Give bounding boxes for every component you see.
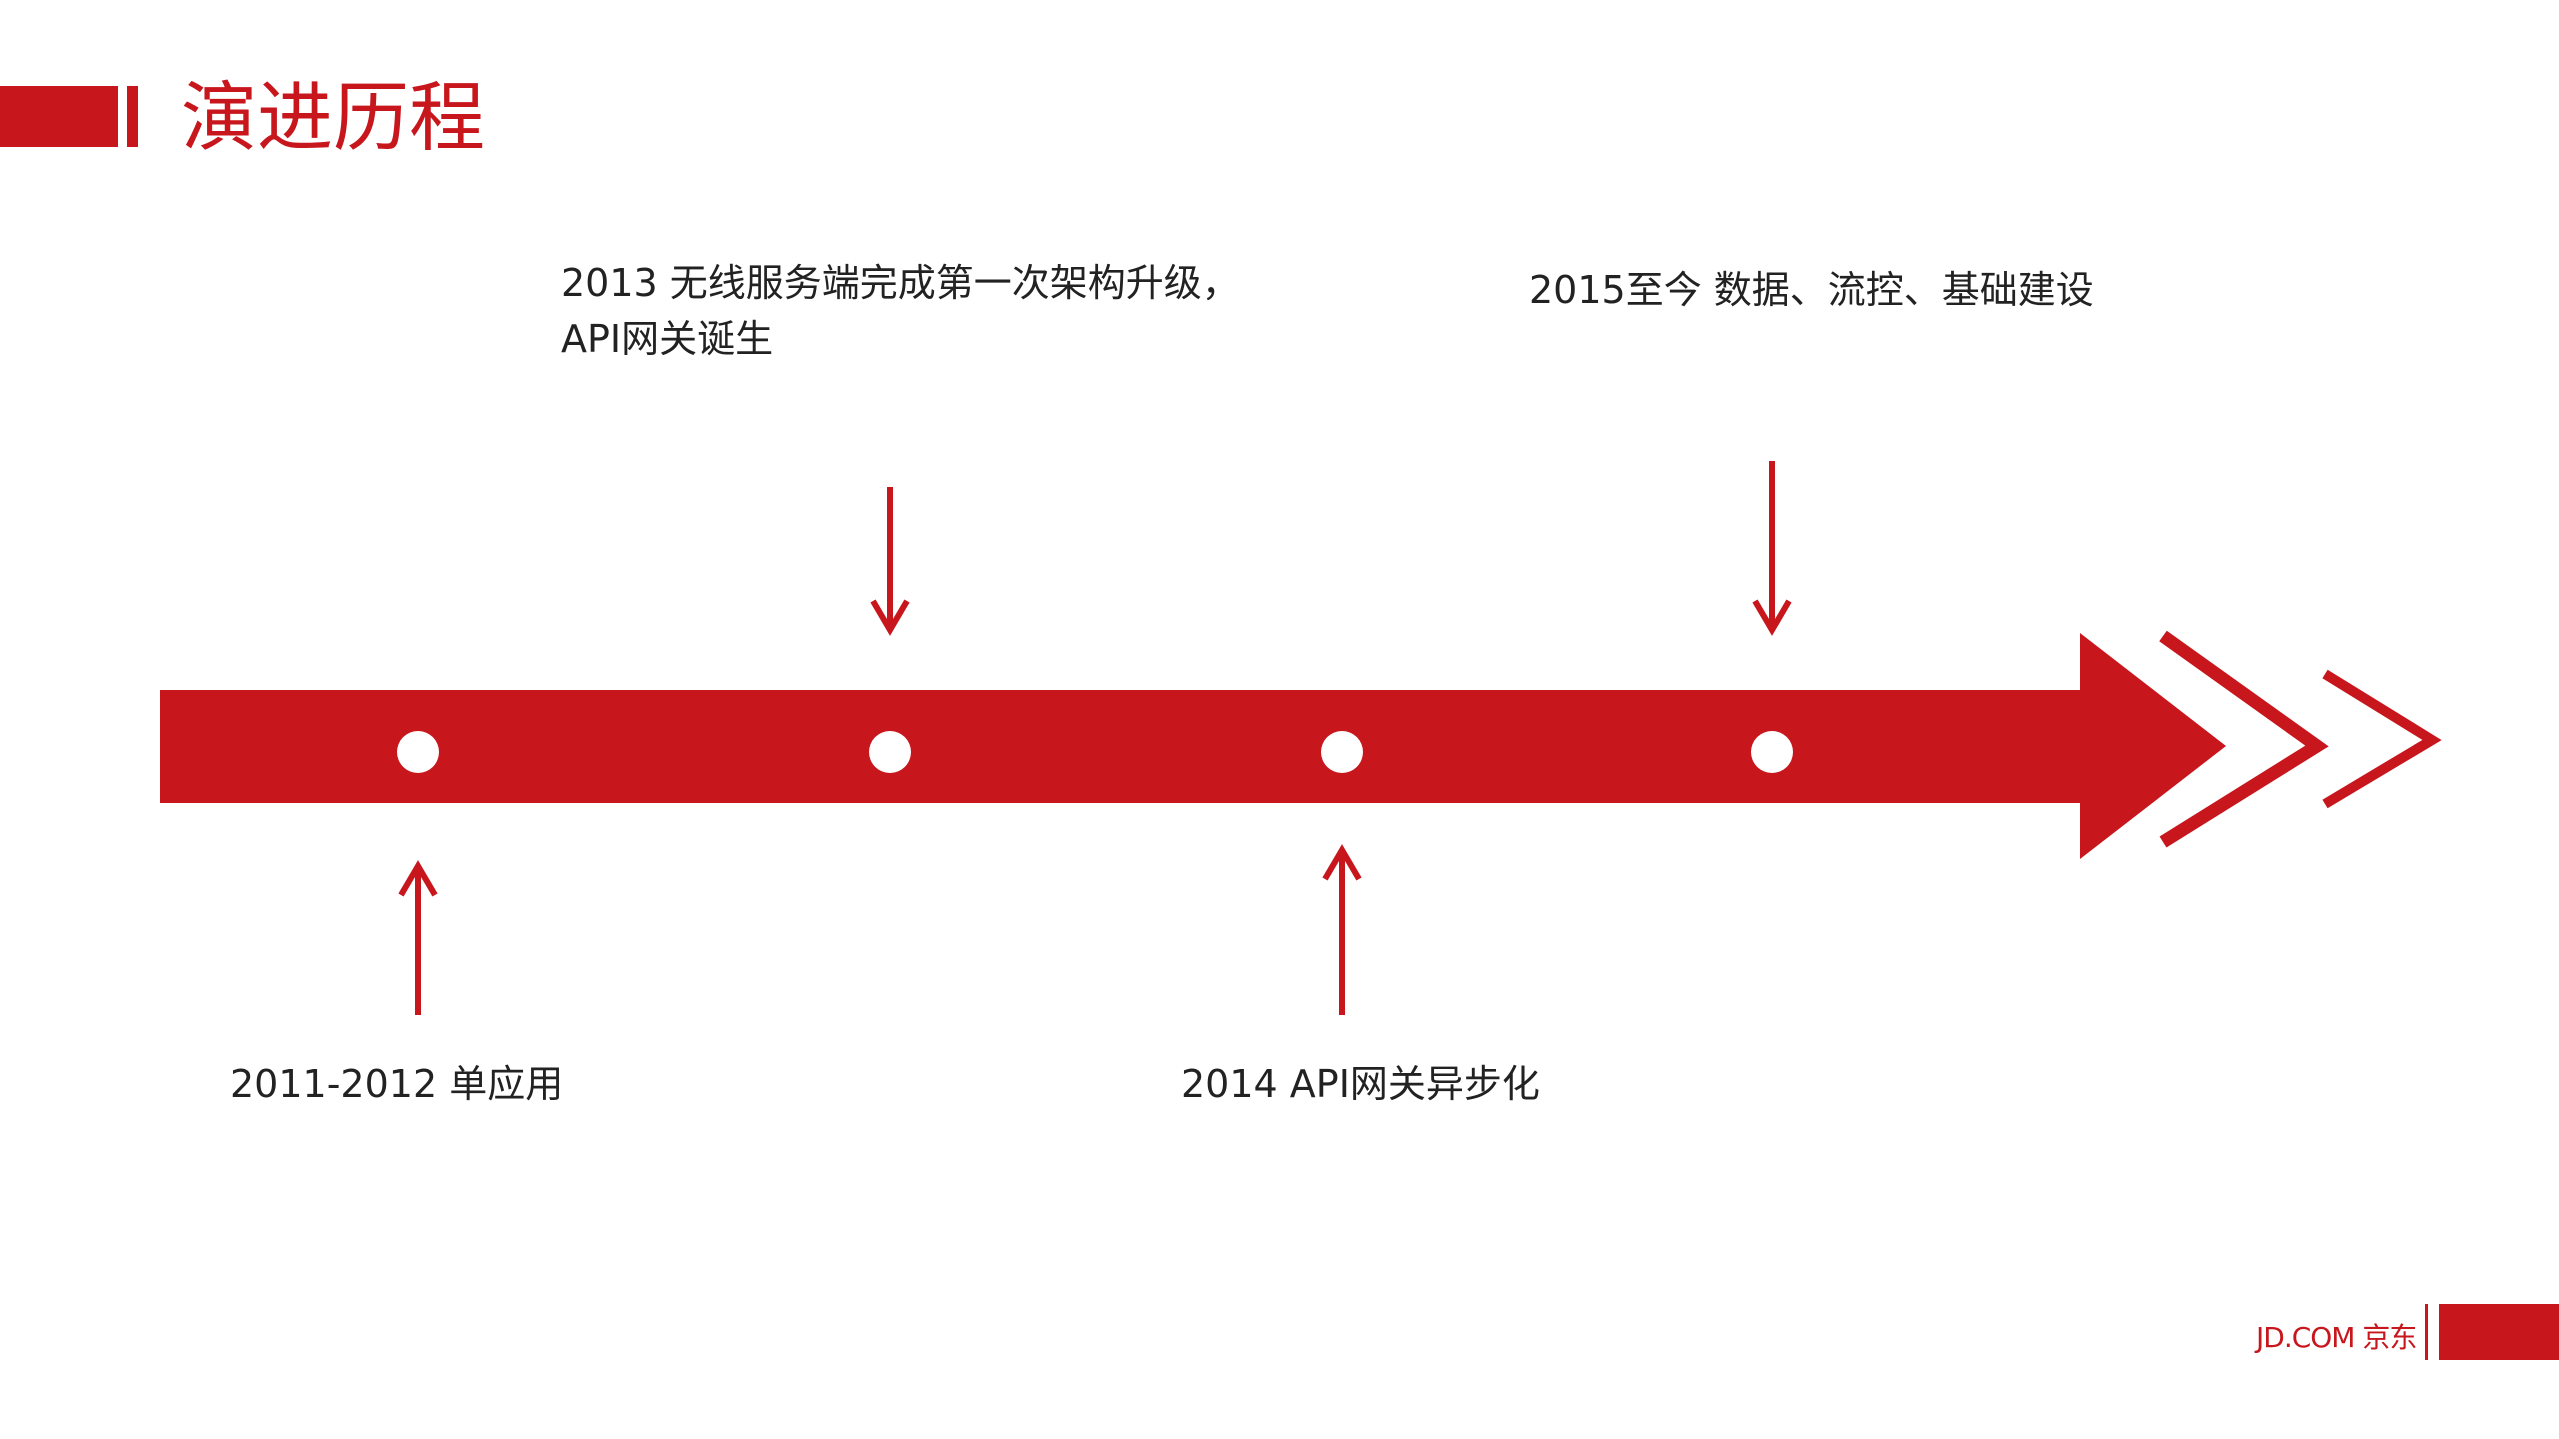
- arrow-up-icon: [1322, 844, 1362, 1015]
- event-label-2015: 2015至今 数据、流控、基础建设: [1529, 268, 2094, 312]
- chevron-icon: [2322, 669, 2442, 809]
- event-label-2011: 2011-2012 单应用: [230, 1062, 564, 1106]
- arrow-up-icon: [398, 860, 438, 1015]
- page-title: 演进历程: [181, 73, 485, 162]
- timeline-arrow: [160, 630, 2442, 859]
- timeline-shaft: [160, 690, 2085, 803]
- jd-logo: JD.COM 京东: [2256, 1321, 2417, 1354]
- timeline-arrowhead: [2080, 633, 2226, 859]
- footer-divider: [2425, 1304, 2428, 1360]
- event-label-2013: 2013 无线服务端完成第一次架构升级， API网关诞生: [561, 255, 1240, 367]
- timeline-node-2015: [1751, 731, 1793, 773]
- title-accent-tick: [127, 86, 138, 147]
- event-label-2013-line1: 2013 无线服务端完成第一次架构升级，: [561, 261, 1240, 305]
- timeline-node-2014: [1321, 731, 1363, 773]
- event-label-2013-line2: API网关诞生: [561, 317, 774, 361]
- chevron-icon: [2159, 630, 2329, 848]
- arrow-down-icon: [1752, 461, 1792, 636]
- arrow-down-icon: [870, 487, 910, 636]
- timeline-node-2011: [397, 731, 439, 773]
- footer-accent-bar: [2439, 1304, 2559, 1360]
- timeline-node-2013: [869, 731, 911, 773]
- title-accent-bar: [0, 86, 118, 147]
- event-label-2014: 2014 API网关异步化: [1181, 1062, 1540, 1106]
